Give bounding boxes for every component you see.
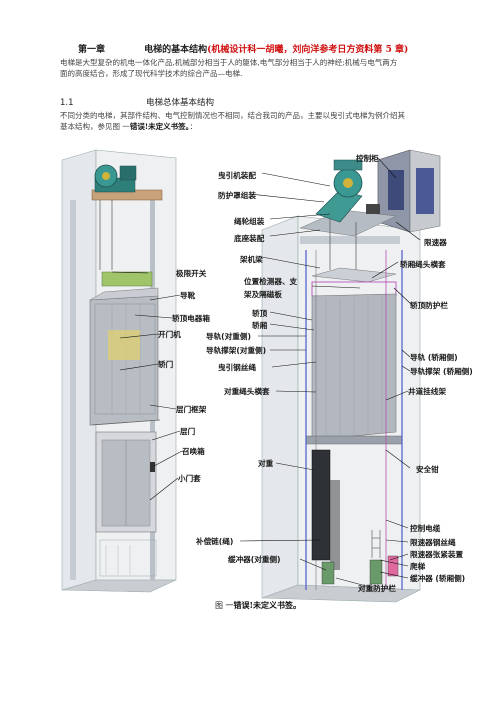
chapter-title: 电梯的基本结构 [144,45,208,55]
error-reference: 错误!未定义书签。 [129,122,190,131]
left-car [89,271,161,426]
label-landing-door: 层门 [180,427,196,436]
label-position-detector: 位置检测器、支 [244,277,298,286]
right-car [305,267,403,445]
label-control-cabinet: 控制柜 [356,154,379,163]
label-governor-tension: 限速器张紧装置 [410,550,464,559]
section-line-1: 不同分类的电梯，其部件结构、电气控制情况也不相同，结合我司的产品，主要以曳引式电… [60,111,405,120]
rails-and-ropes [305,250,403,590]
label-cw-guard: 对重防护栏 [358,584,396,593]
intro-line-2: 面的高度结合，形成了现代科学技术的综合产品—电梯. [60,69,243,78]
caption-error: 错误!未定义书签。 [233,600,302,610]
label-car-door: 轿门 [158,360,174,369]
intro-paragraph: 电梯是大型复杂的机电一体化产品,机械部分相当于人的躯体,电气部分相当于人的神经;… [60,57,397,79]
label-buffer-car: 缓冲器 (轿厢侧) [410,574,466,583]
label-overspeed-governor: 限速器 [424,238,447,247]
label-compensation-chain: 补偿链(绳) [196,537,234,546]
label-pit-ladder: 爬梯 [410,562,426,571]
section-paragraph: 不同分类的电梯，其部件结构、电气控制情况也不相同，结合我司的产品，主要以曳引式电… [60,110,405,132]
label-frame-beam: 架机梁 [240,255,263,264]
label-buffer-cw: 缓冲器(对重侧) [228,555,281,564]
label-guide-rail-cw: 导轨(对重侧) [206,332,251,341]
caption-prefix: 图 一 [215,601,234,610]
control-cabinet [377,149,441,233]
chapter-note: (机械设计科一胡曦，刘向洋参考日方资料第 5 章) [207,45,409,55]
label-governor-rope: 限速器钢丝绳 [410,538,456,547]
leader-lines [111,157,421,588]
label-car-rope-sleeve: 轿厢绳头横套 [400,260,446,269]
chapter-number: 第一章 [78,45,106,55]
label-cw-rope-sleeve: 对重绳头横套 [224,387,270,396]
label-landing-frame: 层门框架 [176,405,207,414]
label-car-top-box: 轿顶电器箱 [172,314,210,323]
section-line-2: 基本结构，参见图 一错误!未定义书签。： [60,122,197,131]
label-base-assembly: 底座装配 [234,234,265,243]
chapter-heading: 第一章 电梯的基本结构(机械设计科一胡曦，刘向洋参考日方资料第 5 章) [78,42,408,55]
counterweight-block [311,449,340,570]
section-title: 电梯总体基本结构 [146,98,215,108]
intro-line-1: 电梯是大型复杂的机电一体化产品,机械部分相当于人的躯体,电气部分相当于人的神经;… [60,58,398,67]
pit-equipment [321,530,399,585]
label-limit-switch: 极限开关 [176,269,207,278]
label-rail-bracket-car: 导轨撑架 (轿厢侧) [410,367,473,376]
label-counterweight: 对重 [258,459,274,468]
label-small-door-sleeve: 小门套 [178,474,201,483]
label-guard-assembly: 防护罩组装 [218,191,256,200]
label-hall-call-box: 召唤箱 [182,447,205,456]
left-landing-door [95,431,157,577]
label-traveling-cable: 控制电缆 [410,524,441,533]
label-car-guard: 轿顶防护栏 [410,301,448,310]
label-traction-rope: 曳引钢丝绳 [218,363,256,372]
section-heading: 1.1 电梯总体基本结构 [60,96,214,108]
label-rail-bracket-cw: 导轨撑架(对重侧) [206,346,267,355]
label-hoistway-cable-bracket: 井道挂线架 [408,387,446,396]
label-car-top: 轿顶 [252,309,268,318]
left-traction-machine [91,164,163,270]
label-guide-shoe: 导靴 [180,291,196,300]
figure-caption: 图 一错误!未定义书签。 [215,600,301,611]
label-safety-gear: 安全钳 [416,465,439,474]
label-car-body: 轿厢 [252,321,268,330]
section-number: 1.1 [60,98,74,108]
label-position-detector-2: 架及隔磁板 [244,290,282,299]
label-sheave-assembly: 绳轮组装 [234,217,265,226]
label-traction-assembly: 曳引机装配 [218,171,256,180]
label-door-operator: 开门机 [158,330,181,339]
label-guide-rail-car: 导轨 (轿厢侧) [410,353,458,362]
